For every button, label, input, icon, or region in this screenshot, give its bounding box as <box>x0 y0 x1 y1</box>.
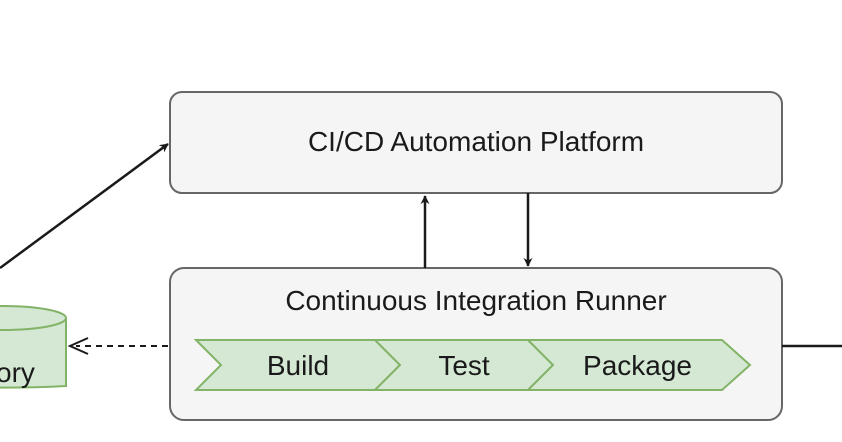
stage-package-chevron <box>525 339 752 391</box>
stage-package-label: Package <box>583 350 692 381</box>
platform-title: CI/CD Automation Platform <box>307 126 645 157</box>
edge-repository-to-platform <box>0 142 169 270</box>
repository-cylinder <box>0 305 67 389</box>
runner-title: Continuous Integration Runner <box>285 285 667 316</box>
repository-cylinder-body <box>0 318 67 389</box>
stage-build-label: Build <box>266 350 330 381</box>
platform-box <box>169 91 783 194</box>
repository-label: ory <box>0 357 35 388</box>
open-arrowhead <box>67 337 89 355</box>
stage-test-label: Test <box>438 350 490 381</box>
repository-cylinder-top <box>0 305 67 331</box>
